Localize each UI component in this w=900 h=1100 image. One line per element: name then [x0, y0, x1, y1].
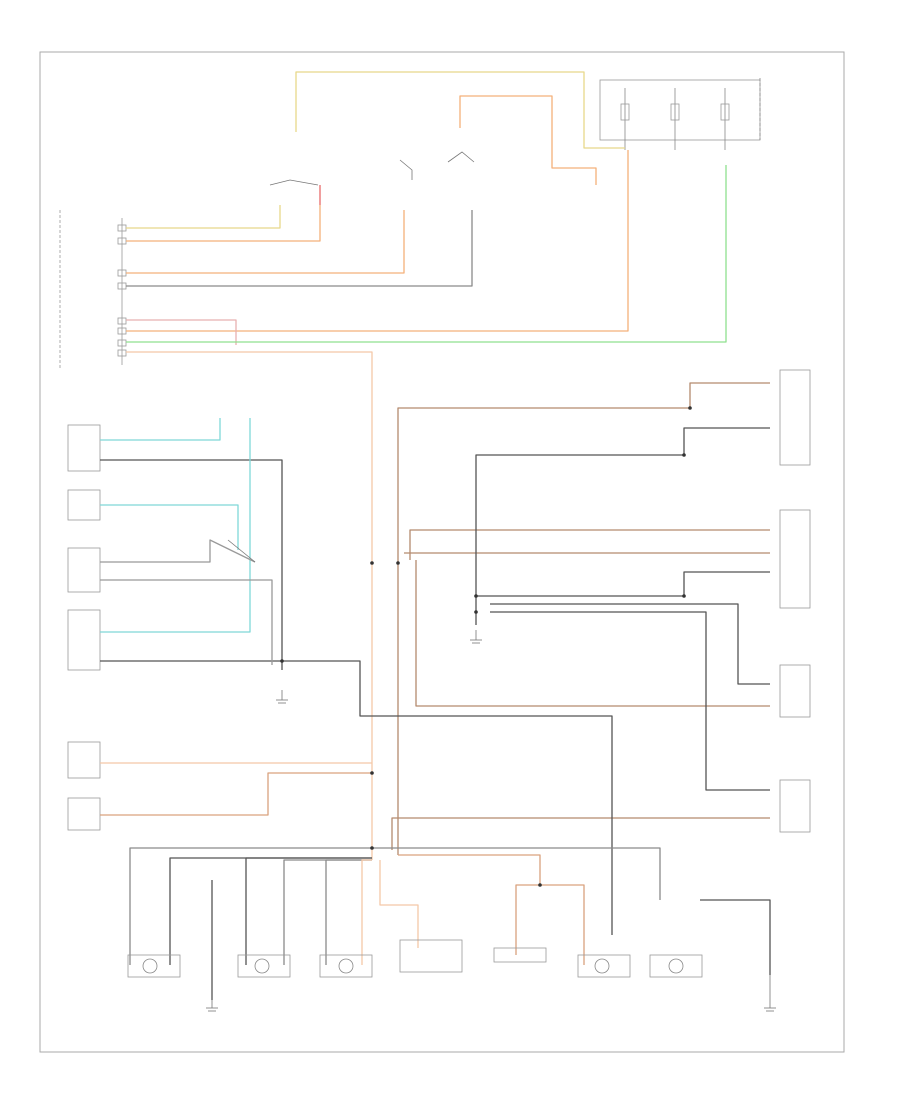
left-sensors [67, 424, 101, 831]
switches [227, 151, 475, 563]
bottom-devices [127, 939, 703, 978]
splices [280, 406, 692, 887]
wires [100, 71, 771, 1000]
fuse-panel [599, 78, 761, 150]
diagram-frame [39, 51, 845, 1053]
module-connector [59, 210, 127, 370]
grounds [206, 630, 776, 1012]
right-sensors [779, 369, 811, 833]
